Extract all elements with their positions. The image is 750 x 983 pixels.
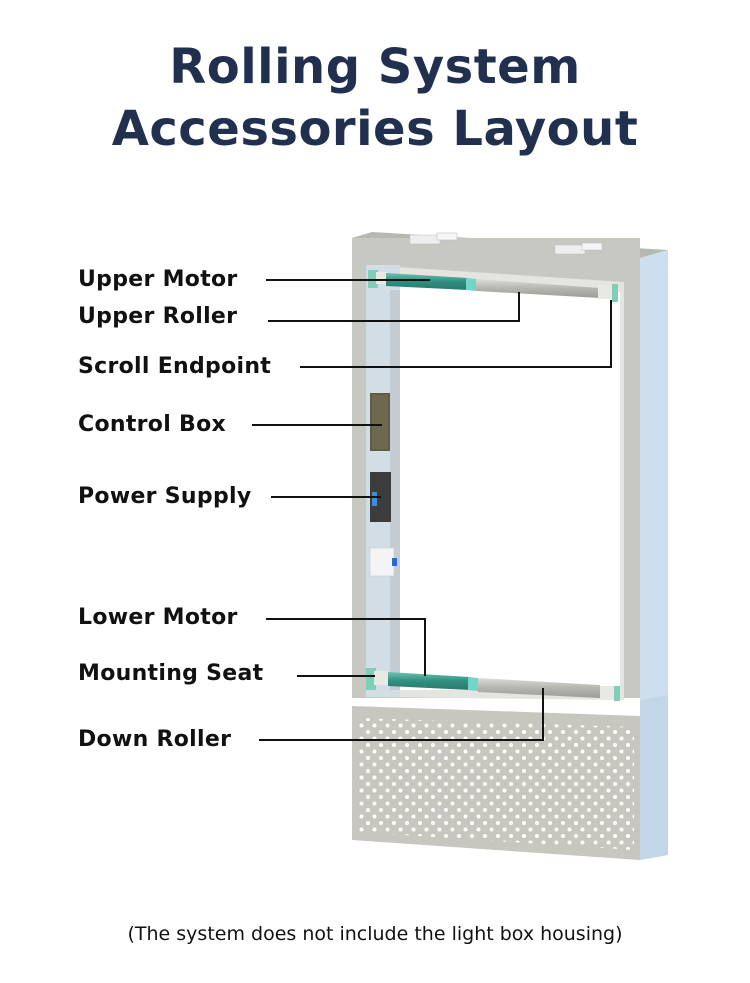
leader-down-roller (259, 688, 544, 741)
title-line-1: Rolling System (169, 39, 581, 95)
label-power-supply: Power Supply (78, 484, 252, 509)
label-scroll-endpoint: Scroll Endpoint (78, 354, 272, 379)
label-mounting-seat: Mounting Seat (78, 661, 264, 686)
leader-lines (252, 279, 612, 741)
lower-roller-tube (478, 678, 600, 698)
title-line-2: Accessories Layout (111, 101, 639, 157)
upper-roller-tube (476, 279, 600, 298)
hinge-icon (409, 232, 458, 245)
label-control-box: Control Box (78, 412, 226, 437)
label-upper-roller: Upper Roller (78, 304, 238, 329)
lower-roller-assembly (366, 668, 620, 701)
leader-upper-roller (268, 292, 520, 322)
lower-motor-body (388, 672, 470, 690)
breaker-unit (369, 547, 397, 577)
footnote: (The system does not include the light b… (127, 923, 623, 945)
label-lower-motor: Lower Motor (78, 605, 238, 630)
hinge-icon (554, 242, 603, 255)
leader-scroll-endpoint (300, 300, 612, 368)
label-down-roller: Down Roller (78, 727, 232, 752)
label-upper-motor: Upper Motor (78, 267, 238, 292)
housing-side-panel (640, 250, 668, 860)
upper-motor-body (386, 273, 468, 290)
housing-frame (352, 238, 640, 700)
control-box-unit (370, 393, 390, 451)
perforated-base-panel (352, 706, 640, 860)
leader-lower-motor (266, 618, 426, 676)
